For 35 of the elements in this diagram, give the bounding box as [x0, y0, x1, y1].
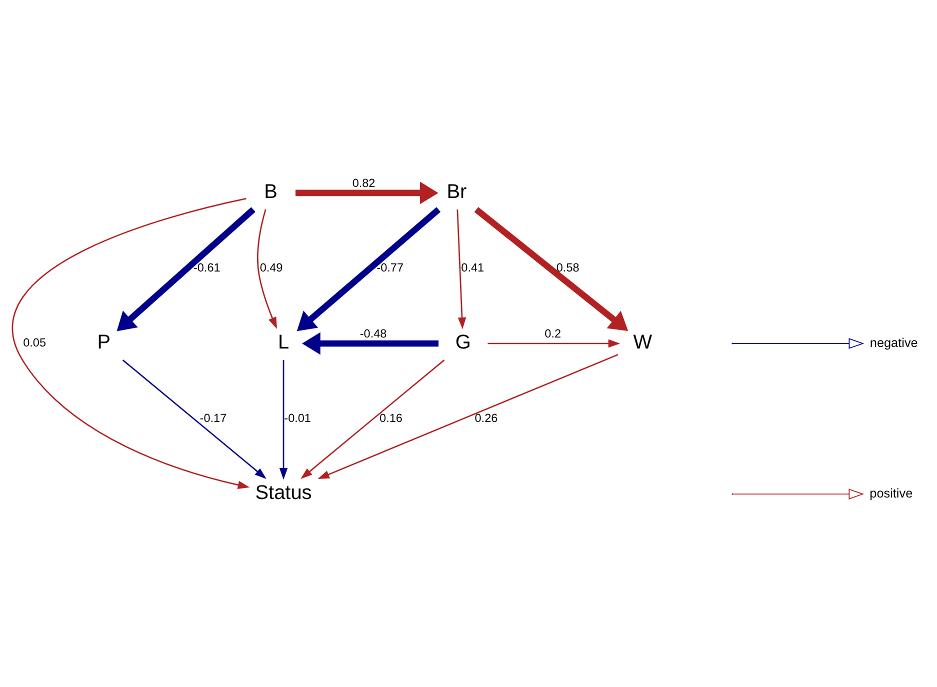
- node-text: W: [633, 332, 652, 354]
- edge-label: 0.16: [380, 412, 402, 425]
- arrow: [257, 209, 277, 329]
- arrow: [318, 354, 618, 480]
- arrow: [300, 360, 445, 480]
- arrow: [12, 198, 250, 489]
- edge-label: 0.58: [556, 261, 580, 274]
- edge-label: -0.61: [193, 261, 220, 274]
- edge-label: 0.82: [352, 176, 376, 190]
- arrow: [116, 207, 256, 332]
- arrow: [302, 332, 439, 355]
- edge-label: -0.01: [284, 412, 311, 425]
- arrow: [296, 207, 441, 332]
- edge-label: 0.26: [474, 412, 498, 425]
- legend-label: negative: [870, 336, 918, 350]
- edge-label: 0.2: [544, 328, 562, 341]
- edge-label: 0.41: [461, 261, 484, 274]
- node-text: P: [97, 332, 111, 354]
- arrow: [296, 182, 438, 204]
- node-text: Br: [446, 181, 467, 204]
- legend-label: positive: [870, 486, 913, 500]
- arrow: [456, 209, 466, 330]
- arrow: [122, 360, 266, 480]
- edge-label: 0.05: [23, 336, 46, 350]
- node-text: G: [455, 332, 471, 354]
- node-text: L: [278, 332, 290, 354]
- arrow: [488, 339, 620, 348]
- arrow: [279, 360, 288, 480]
- arrow: [474, 207, 628, 331]
- node-text: B: [264, 181, 278, 204]
- edge-label: -0.48: [360, 328, 387, 341]
- edge-label: -0.17: [200, 412, 227, 425]
- node-text: Status: [255, 482, 312, 504]
- edge-label: -0.77: [376, 261, 404, 274]
- edge-label: 0.49: [260, 261, 283, 274]
